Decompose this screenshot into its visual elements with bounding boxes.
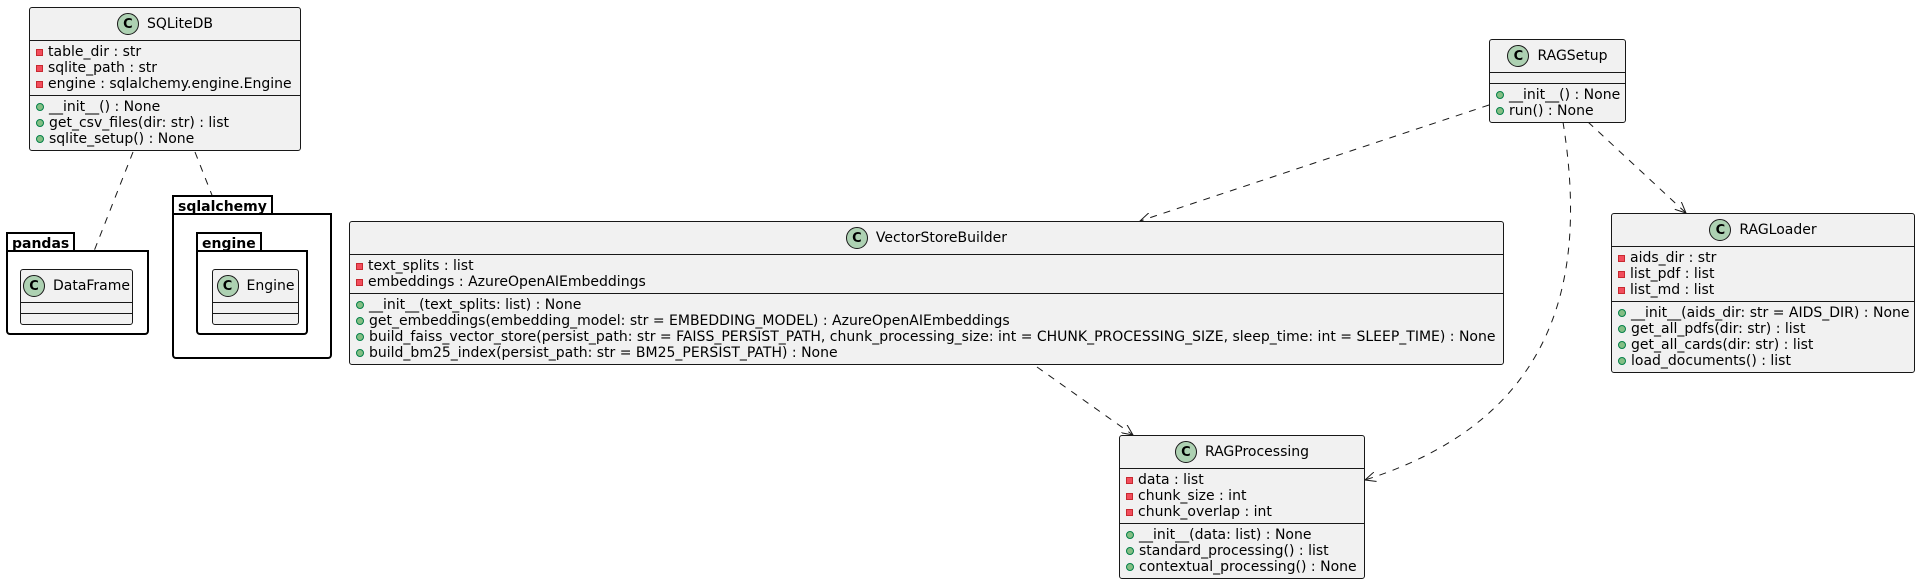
fields-section: data : list chunk_size : int chunk_overl…	[1120, 468, 1364, 523]
public-marker-icon	[1126, 531, 1134, 539]
private-marker-icon	[36, 80, 43, 88]
class-icon: C	[22, 275, 45, 297]
method-row: standard_processing() : list	[1125, 543, 1359, 559]
fields-section: table_dir : str sqlite_path : str engine…	[30, 40, 300, 95]
method-row: sqlite_setup() : None	[35, 131, 295, 147]
field-row: text_splits : list	[355, 258, 1498, 274]
class-ragprocessing: C RAGProcessing data : list chunk_size :…	[1119, 435, 1365, 579]
class-name: SQLiteDB	[146, 16, 214, 32]
private-marker-icon	[356, 262, 363, 270]
private-marker-icon	[1126, 508, 1133, 516]
class-icon: C	[216, 275, 239, 297]
package-sqlalchemy-label: sqlalchemy	[172, 195, 273, 215]
class-vectorstorebuilder: C VectorStoreBuilder text_splits : list …	[349, 221, 1504, 365]
public-marker-icon	[1126, 547, 1134, 555]
method-row: get_csv_files(dir: str) : list	[35, 115, 295, 131]
public-marker-icon	[356, 317, 364, 325]
methods-section: __init__() : None run() : None	[1490, 83, 1625, 122]
public-marker-icon	[1496, 107, 1504, 115]
edge-ragsetup-vectorstorebuilder	[1140, 104, 1490, 221]
method-row: __init__(data: list) : None	[1125, 527, 1359, 543]
private-marker-icon	[1618, 254, 1625, 262]
method-row: get_embeddings(embedding_model: str = EM…	[355, 313, 1498, 329]
private-marker-icon	[36, 48, 43, 56]
method-row: contextual_processing() : None	[1125, 559, 1359, 575]
private-marker-icon	[1618, 286, 1625, 294]
public-marker-icon	[36, 103, 44, 111]
class-name: RAGSetup	[1537, 48, 1608, 64]
method-row: __init__(aids_dir: str = AIDS_DIR) : Non…	[1617, 305, 1910, 321]
class-icon: C	[1174, 441, 1197, 463]
methods-section: __init__(data: list) : None standard_pro…	[1120, 523, 1364, 578]
fields-section: aids_dir : str list_pdf : list list_md :…	[1612, 246, 1914, 301]
method-row: __init__() : None	[35, 99, 295, 115]
public-marker-icon	[1618, 309, 1626, 317]
field-row: sqlite_path : str	[35, 60, 295, 76]
field-row: data : list	[1125, 472, 1359, 488]
method-row: build_bm25_index(persist_path: str = BM2…	[355, 345, 1498, 361]
edge-ragsetup-ragprocessing	[1365, 121, 1572, 480]
package-engine-label: engine	[196, 232, 262, 252]
edge-ragsetup-ragloader	[1587, 121, 1686, 213]
class-name: VectorStoreBuilder	[875, 230, 1008, 246]
private-marker-icon	[1618, 270, 1625, 278]
edge-vectorstorebuilder-ragprocessing	[1036, 366, 1133, 435]
class-dataframe: C DataFrame	[20, 269, 133, 325]
public-marker-icon	[356, 333, 364, 341]
class-icon: C	[845, 227, 868, 249]
field-row: chunk_size : int	[1125, 488, 1359, 504]
private-marker-icon	[1126, 492, 1133, 500]
class-ragloader: C RAGLoader aids_dir : str list_pdf : li…	[1611, 213, 1915, 373]
public-marker-icon	[356, 349, 364, 357]
public-marker-icon	[36, 119, 44, 127]
class-ragsetup: C RAGSetup __init__() : None run() : Non…	[1489, 39, 1626, 123]
public-marker-icon	[36, 135, 44, 143]
field-row: chunk_overlap : int	[1125, 504, 1359, 520]
edge-sqlitedb-dataframe	[87, 151, 134, 269]
method-row: get_all_cards(dir: str) : list	[1617, 337, 1909, 353]
fields-section: text_splits : list embeddings : AzureOpe…	[350, 254, 1503, 293]
class-icon: C	[1507, 45, 1530, 67]
field-row: list_md : list	[1617, 282, 1909, 298]
class-icon: C	[1709, 219, 1732, 241]
field-row: embeddings : AzureOpenAIEmbeddings	[355, 274, 1498, 290]
private-marker-icon	[1126, 476, 1133, 484]
method-row: run() : None	[1495, 103, 1620, 119]
public-marker-icon	[1618, 357, 1626, 365]
method-row: __init__() : None	[1495, 87, 1620, 103]
private-marker-icon	[36, 64, 43, 72]
class-icon: C	[116, 13, 139, 35]
method-row: get_all_pdfs(dir: str) : list	[1617, 321, 1909, 337]
field-row: engine : sqlalchemy.engine.Engine	[35, 76, 295, 92]
public-marker-icon	[356, 301, 364, 309]
class-name: RAGProcessing	[1204, 444, 1310, 460]
field-row: list_pdf : list	[1617, 266, 1909, 282]
public-marker-icon	[1618, 341, 1626, 349]
class-name: DataFrame	[52, 278, 131, 294]
public-marker-icon	[1618, 325, 1626, 333]
method-row: build_faiss_vector_store(persist_path: s…	[355, 329, 1498, 345]
methods-section: __init__(text_splits: list) : None get_e…	[350, 293, 1503, 364]
methods-section: __init__(aids_dir: str = AIDS_DIR) : Non…	[1612, 301, 1914, 372]
field-row: aids_dir : str	[1617, 250, 1909, 266]
package-pandas-label: pandas	[6, 232, 76, 252]
method-row: __init__(text_splits: list) : None	[355, 297, 1498, 313]
public-marker-icon	[1496, 91, 1504, 99]
class-name: Engine	[246, 278, 295, 294]
class-engine: C Engine	[212, 269, 299, 325]
class-name: RAGLoader	[1739, 222, 1817, 238]
private-marker-icon	[356, 278, 363, 286]
method-row: load_documents() : list	[1617, 353, 1909, 369]
public-marker-icon	[1126, 563, 1134, 571]
methods-section: __init__() : None get_csv_files(dir: str…	[30, 95, 300, 150]
class-sqlitedb: C SQLiteDB table_dir : str sqlite_path :…	[29, 7, 301, 151]
field-row: table_dir : str	[35, 44, 295, 60]
